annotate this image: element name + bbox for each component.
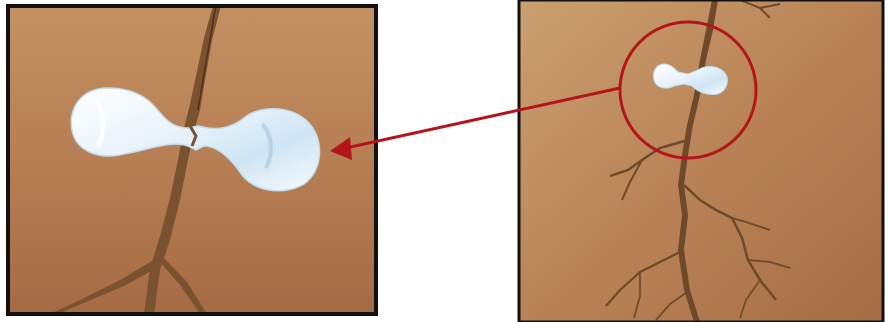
zoomed-view-panel xyxy=(8,2,376,314)
soil-background xyxy=(8,6,376,314)
full-view-panel xyxy=(519,0,883,322)
soil-background xyxy=(519,0,883,322)
